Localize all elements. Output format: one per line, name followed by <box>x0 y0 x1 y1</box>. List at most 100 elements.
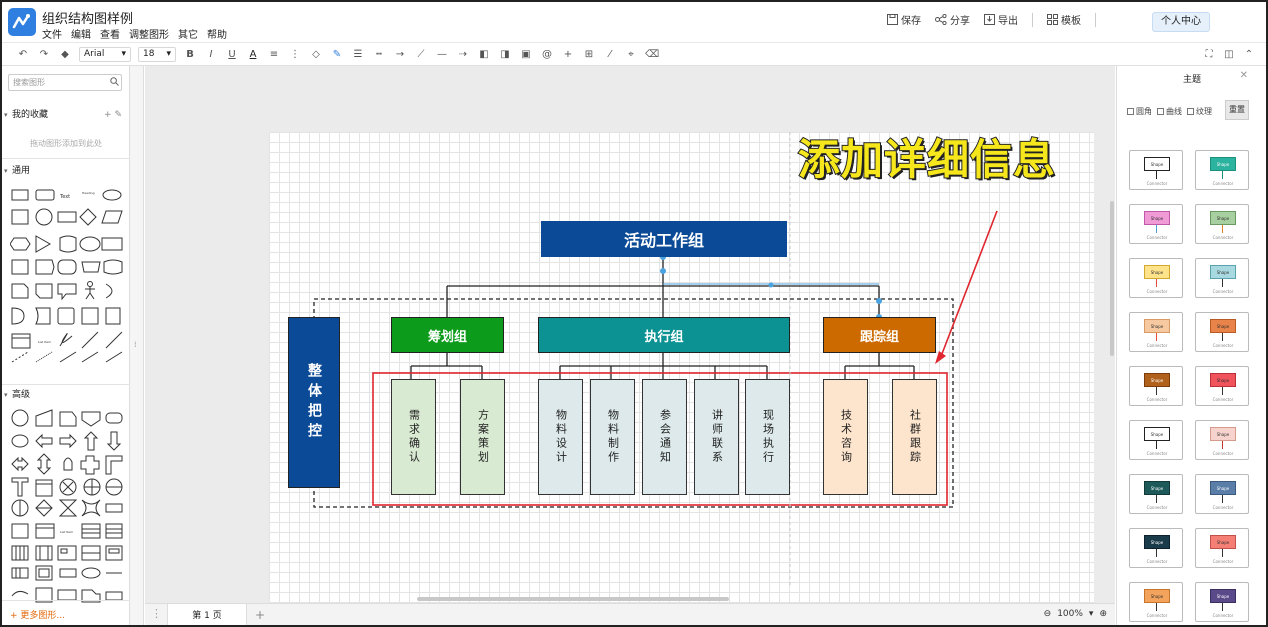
curve-checkbox[interactable]: 曲线 <box>1157 106 1182 117</box>
rounded-checkbox[interactable]: 圆角 <box>1127 106 1152 117</box>
align-icon[interactable]: ≡ <box>269 48 279 60</box>
page-menu-icon[interactable]: ⋮ <box>151 607 162 620</box>
edit-style-icon[interactable]: ⁄ <box>609 48 611 60</box>
section-advanced[interactable]: ▾高级 <box>4 390 31 400</box>
undo-icon[interactable]: ↶ <box>18 48 28 60</box>
node-leaf[interactable]: 技术咨询 <box>823 379 868 495</box>
line-color-icon[interactable]: ✎ <box>332 48 342 60</box>
fill-color-icon[interactable]: ◇ <box>312 48 320 60</box>
connector-icon[interactable]: → <box>395 48 405 60</box>
bold-icon[interactable]: B <box>186 48 194 60</box>
insert-icon[interactable]: + <box>563 48 573 60</box>
shape-search-input[interactable]: 搜索图形 <box>8 74 122 91</box>
zoom-out-icon[interactable]: ⊖ <box>1043 609 1052 619</box>
canvas-page[interactable] <box>269 132 1094 603</box>
save-button[interactable]: 保存 <box>887 12 921 27</box>
panel-toggle-icon[interactable]: ◫ <box>1224 48 1234 60</box>
page-tab-1[interactable]: 第 1 页 <box>167 604 247 625</box>
drag-handle-icon[interactable]: ⁞ <box>134 340 137 349</box>
node-leaf[interactable]: 物料制作 <box>590 379 635 495</box>
add-favorite-icon[interactable]: + ✎ <box>104 110 122 120</box>
horizontal-scrollbar[interactable] <box>417 597 729 601</box>
advanced-shapes-grid[interactable]: List Item <box>10 408 124 604</box>
menu-view[interactable]: 查看 <box>100 30 120 41</box>
user-center-button[interactable]: 个人中心 <box>1152 12 1210 32</box>
line-style-icon[interactable]: ┅ <box>375 48 383 60</box>
node-group-tracking[interactable]: 跟踪组 <box>823 317 936 353</box>
menu-help[interactable]: 帮助 <box>207 30 227 41</box>
node-leaf[interactable]: 需求确认 <box>391 379 436 495</box>
node-leaf[interactable]: 现场执行 <box>745 379 790 495</box>
add-page-icon[interactable]: + <box>255 608 266 622</box>
vertical-scrollbar[interactable] <box>1110 201 1114 356</box>
node-root[interactable]: 活动工作组 <box>541 221 787 257</box>
menu-file[interactable]: 文件 <box>42 30 62 41</box>
node-leaf[interactable]: 讲师联系 <box>694 379 739 495</box>
menu-arrange[interactable]: 调整图形 <box>129 30 169 41</box>
font-color-icon[interactable]: A <box>249 48 257 60</box>
node-leaf[interactable]: 参会通知 <box>642 379 687 495</box>
more-shapes-link[interactable]: + 更多图形... <box>10 611 65 621</box>
node-leaf[interactable]: 方案策划 <box>460 379 505 495</box>
font-family-select[interactable]: Arial▾ <box>79 46 131 62</box>
arrow-end-icon[interactable]: ⇢ <box>458 48 468 60</box>
collapse-icon[interactable]: ⌃ <box>1244 48 1254 60</box>
app-logo-icon[interactable] <box>8 8 36 36</box>
section-favorites[interactable]: ▾我的收藏+ ✎ <box>4 110 122 120</box>
arrow-start-icon[interactable]: — <box>437 48 447 60</box>
redo-icon[interactable]: ↷ <box>39 48 49 60</box>
line-type-icon[interactable]: ⟋ <box>417 48 425 60</box>
document-title[interactable]: 组织结构图样例 <box>42 12 134 27</box>
menu-edit[interactable]: 编辑 <box>71 30 91 41</box>
fullscreen-icon[interactable]: ⛶ <box>1205 48 1213 60</box>
node-overall-control[interactable]: 整体把控 <box>288 317 340 488</box>
export-button[interactable]: 导出 <box>984 12 1018 27</box>
lock-icon[interactable]: ⌖ <box>628 48 634 60</box>
zoom-level[interactable]: 100% <box>1057 609 1083 619</box>
image-icon[interactable]: ▣ <box>521 48 531 60</box>
send-back-icon[interactable]: ◨ <box>500 48 510 60</box>
bring-front-icon[interactable]: ◧ <box>479 48 489 60</box>
reset-theme-button[interactable]: 重置 <box>1225 100 1249 120</box>
section-general[interactable]: ▾通用 <box>4 166 31 176</box>
link-icon[interactable]: @ <box>542 48 552 60</box>
zoom-in-icon[interactable]: ⊕ <box>1099 609 1107 619</box>
delete-icon[interactable]: ⌫ <box>644 48 660 60</box>
format-painter-icon[interactable]: ◆ <box>61 48 69 60</box>
texture-checkbox[interactable]: 纹理 <box>1187 106 1212 117</box>
node-leaf[interactable]: 社群跟踪 <box>892 379 937 495</box>
underline-icon[interactable]: U <box>228 48 236 60</box>
table-icon[interactable]: ⊞ <box>584 48 594 60</box>
node-leaf[interactable]: 物料设计 <box>538 379 583 495</box>
chevron-down-icon[interactable]: ▾ <box>1088 609 1094 619</box>
close-icon[interactable]: ✕ <box>1239 70 1248 81</box>
vertical-align-icon[interactable]: ⋮ <box>290 48 300 60</box>
template-button[interactable]: 模板 <box>1047 12 1081 27</box>
line-width-icon[interactable]: ☰ <box>353 48 363 60</box>
panel-splitter[interactable]: ⁞ <box>130 66 144 625</box>
search-icon[interactable] <box>110 76 125 89</box>
menu-other[interactable]: 其它 <box>178 30 198 41</box>
node-group-planning[interactable]: 筹划组 <box>391 317 504 353</box>
diagram-canvas[interactable]: 活动工作组 整体把控 筹划组 执行组 跟踪组 需求确认 方案策划 物料设计 物料… <box>145 66 1115 603</box>
font-size-select[interactable]: 18▾ <box>138 46 176 62</box>
italic-icon[interactable]: I <box>209 48 213 60</box>
